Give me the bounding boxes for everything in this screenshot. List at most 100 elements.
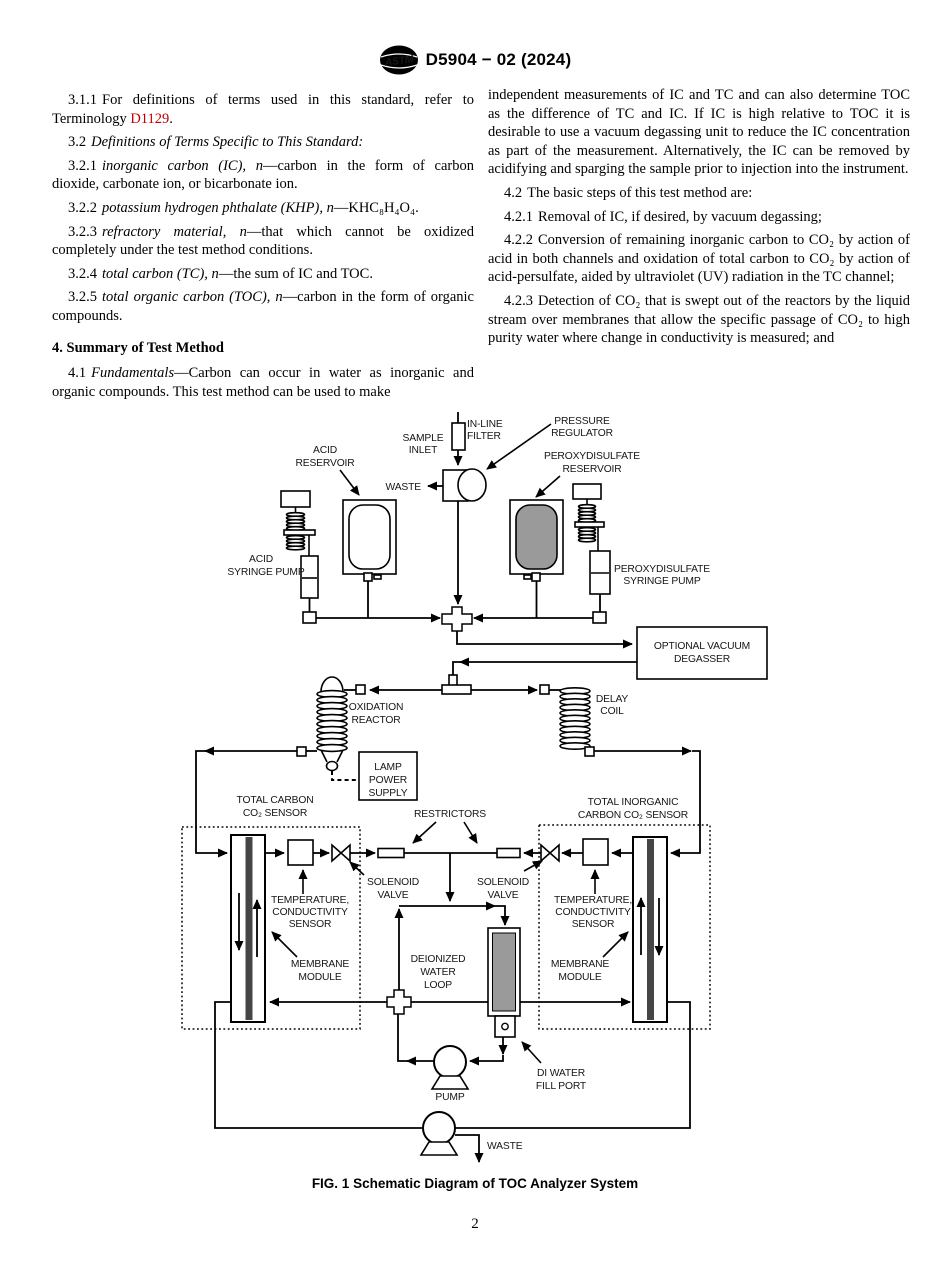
peroxydisulfate-fitting [592, 611, 607, 624]
restrictor-pointer-right [463, 821, 478, 844]
clause-number: 3.2.5 [68, 289, 97, 306]
left-waste-line [214, 1001, 425, 1129]
acid-syringe-pump-label: ACID [249, 554, 273, 565]
tic-channel-line [670, 750, 701, 858]
clause-number: 3.1.1 [68, 92, 97, 108]
pressure-regulator-label: PRESSURE [554, 416, 610, 427]
in-line-filter-label: FILTER [467, 431, 501, 442]
paragraph-4-2-1: 4.2.1 Removal of IC, if desired, by vacuu… [488, 208, 910, 227]
membrane-stripe [647, 839, 654, 1020]
clause-term: total organic carbon (TOC), n [102, 289, 283, 306]
sample-inlet-label: SAMPLE [403, 433, 444, 444]
clause-text: Detection of CO₂ that is swept out of th… [488, 292, 910, 347]
deionized-water-loop-label: LOOP [424, 980, 452, 991]
solenoid-valve-label: VALVE [378, 890, 409, 901]
clause-number: 3.2.4 [68, 265, 97, 282]
di-pump-icon [430, 1045, 470, 1090]
tic-temp-cond-sensor-icon [582, 838, 609, 866]
page-number: 2 [471, 1216, 479, 1232]
temp-cond-sensor-label: TEMPERATURE, [554, 895, 632, 906]
solenoid-valve-label: VALVE [488, 890, 519, 901]
temp-cond-sensor-label: SENSOR [572, 919, 615, 930]
acid-reservoir-label: ACID [313, 445, 337, 456]
clause-number: 3.2.2 [68, 199, 97, 216]
tc-sensor-label: TOTAL CARBON [237, 795, 314, 806]
clause-text: —carbon in the form of carbon dioxide, c… [52, 157, 474, 193]
clause-text: Conversion of remaining inorganic carbon… [488, 232, 910, 286]
reactor-inlet-fitting [355, 684, 366, 695]
deionized-water-loop-label: WATER [420, 967, 455, 978]
page-header: ASTM D5904 − 02 (2024) [0, 44, 950, 76]
d1129-link[interactable]: D1129 [130, 110, 170, 127]
clause-number: 4.2.2 [504, 232, 533, 249]
vacuum-degasser-box [636, 626, 768, 680]
di-cross-junction [386, 989, 412, 1015]
clause-text: —KHC₈H₄O₄. [333, 199, 419, 216]
pressure-regulator-pointer [486, 423, 552, 470]
solenoid-pointer-right [523, 860, 543, 872]
clause-term: Definitions of Terms Specific to This St… [91, 134, 364, 151]
lamp-power-supply-box [358, 751, 418, 801]
in-line-filter-icon [451, 422, 466, 451]
delay-coil-icon [559, 686, 591, 750]
membrane-module-label: MEMBRANE [291, 959, 350, 970]
temp-cond-sensor-label: CONDUCTIVITY [272, 907, 348, 918]
oxidation-reactor-label: OXIDATION [349, 702, 404, 713]
tic-sensor-label: CARBON CO₂ SENSOR [578, 810, 688, 821]
tic-sensor-enclosure [538, 824, 711, 1030]
clause-text: The basic steps of this test method are: [527, 184, 753, 201]
clause-number: 4.2.1 [504, 208, 533, 225]
solenoid-valve-label: SOLENOID [367, 877, 419, 888]
lamp-power-supply-label: LAMP [374, 762, 402, 773]
pump-to-cross-line [397, 1014, 408, 1062]
delay-coil-inlet-fitting [539, 684, 550, 695]
clause-number: 4.2.3 [504, 292, 533, 309]
pressure-regulator-label: REGULATOR [551, 428, 613, 439]
clause-number: 3.2.1 [68, 157, 97, 174]
clause-text: Removal of IC, if desired, by vacuum deg… [538, 208, 822, 225]
degasser-to-tee-line [452, 661, 461, 676]
clause-number: 4.2 [504, 184, 523, 201]
paragraph-4-1-continued: independent measurements of IC and TC an… [488, 87, 910, 178]
waste-pump-icon [419, 1111, 459, 1156]
acid-syringe-pump-icon [280, 490, 319, 612]
standard-designation: D5904 − 02 (2024) [425, 50, 572, 69]
di-into-reservoir-line [495, 905, 510, 926]
clause-number: 4.1 [68, 365, 87, 382]
waste-out-line [455, 1134, 484, 1163]
peroxydisulfate-syringe-pump-label: PEROXYDISULFATE [614, 564, 710, 575]
vacuum-degasser-label: OPTIONAL VACUUM [654, 641, 750, 652]
delay-coil-label: COIL [600, 706, 624, 717]
clause-text: —carbon in the form of organic compounds… [52, 289, 474, 324]
solenoid-pointer-left [349, 861, 365, 876]
peroxydisulfate-syringe-pump-label: SYRINGE PUMP [623, 576, 700, 587]
clause-number: 3.2 [68, 134, 87, 151]
right-restrictor-icon [496, 847, 521, 859]
pressure-regulator-icon [442, 468, 487, 502]
right-column: independent measurements of IC and TC an… [488, 86, 910, 401]
acid-syringe-pump-label: SYRINGE PUMP [227, 567, 304, 578]
tc-temp-cond-sensor-icon [287, 839, 314, 866]
paragraph-3-2-5: 3.2.5 total organic carbon (TOC), n—carbo… [52, 288, 474, 325]
pump-label: PUMP [435, 1092, 464, 1103]
membrane-module-label: MEMBRANE [551, 959, 610, 970]
reservoir-to-pump-line [469, 1055, 504, 1066]
tic-sensor-label: TOTAL INORGANIC [588, 797, 680, 808]
di-water-fill-port-label: DI WATER [537, 1068, 585, 1079]
fill-port-pointer [521, 1041, 542, 1064]
clause-text: —the sum of IC and TOC. [218, 265, 373, 282]
acid-fitting [302, 611, 317, 624]
acid-reservoir-icon [342, 499, 397, 618]
clause-term: refractory material, n [102, 223, 247, 240]
acid-reservoir-label: RESERVOIR [295, 458, 354, 469]
tee-junction [441, 674, 472, 695]
figure-caption: FIG. 1 Schematic Diagram of TOC Analyzer… [311, 1176, 639, 1191]
waste-bottom-label: WASTE [487, 1141, 523, 1152]
